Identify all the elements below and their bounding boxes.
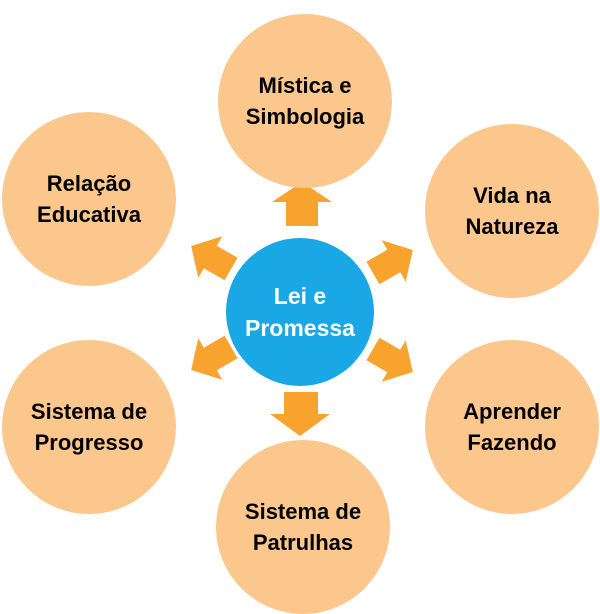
arrow-upper-right-icon [366,240,413,285]
arrow-upper-left-icon [191,236,238,281]
node-center-lei-e-promessa: Lei e Promessa [226,238,374,386]
node-aprender-fazendo: Aprender Fazendo [425,340,599,514]
arrow-up-icon [272,182,332,226]
node-mistica-e-simbologia: Mística e Simbologia [218,14,392,188]
arrow-lower-right-icon [366,337,413,382]
node-label: Sistema de Progresso [30,399,148,455]
node-label: Mística e Simbologia [245,73,365,129]
arrow-lower-left-icon [191,335,238,380]
node-sistema-de-patrulhas: Sistema de Patrulhas [216,440,390,614]
arrow-down-icon [270,392,330,436]
node-sistema-de-progresso: Sistema de Progresso [2,340,176,514]
node-relacao-educativa: Relação Educativa [2,112,176,286]
node-label: Sistema de Patrulhas [244,499,362,555]
node-label: Relação Educativa [37,171,141,227]
node-vida-na-natureza: Vida na Natureza [425,124,599,298]
node-label: Aprender Fazendo [463,399,561,455]
center-label: Lei e Promessa [245,283,355,341]
node-label: Vida na Natureza [465,183,559,239]
